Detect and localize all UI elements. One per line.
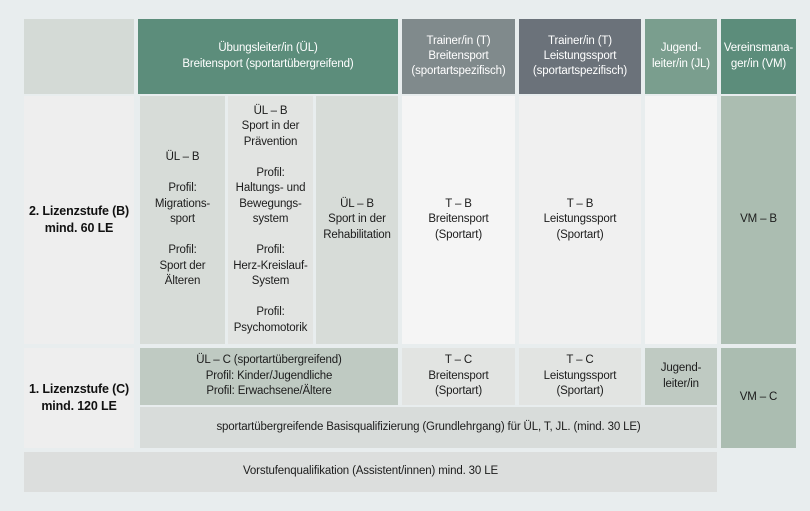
cell-uel-b-praevention: ÜL – B Sport in der Prävention Profil: H… [228,96,313,344]
cell-uel-b-rehabilitation: ÜL – B Sport in der Rehabilitation [316,96,398,344]
row-label-lizenzstufe-2: 2. Lizenzstufe (B) mind. 60 LE [24,96,134,344]
header-vereinsmanager: Vereinsmana- ger/in (VM) [721,19,796,94]
cell-trainer-c-leistungssport: T – C Leistungssport (Sportart) [519,348,641,405]
cell-trainer-b-breitensport: T – B Breitensport (Sportart) [402,96,515,344]
cell-uel-c: ÜL – C (sportartübergreifend) Profil: Ki… [140,348,398,405]
header-trainer-leistungssport: Trainer/in (T) Leistungssport (sportarts… [519,19,641,94]
cell-uel-b-migration-aeltere: ÜL – B Profil: Migrations- sport Profil:… [140,96,225,344]
row-label-lizenzstufe-1: 1. Lizenzstufe (C) mind. 120 LE [24,348,134,448]
bar-basisqualifizierung: sportartübergreifende Basisqualifizierun… [140,407,717,448]
cell-vereinsmanager-b: VM – B [721,96,796,344]
bar-vorstufenqualifikation: Vorstufenqualifikation (Assistent/innen)… [24,452,717,492]
cell-jugendleiter-c: Jugend- leiter/in [645,348,717,405]
cell-jugendleiter-level2-empty [645,96,717,344]
cell-trainer-b-leistungssport: T – B Leistungssport (Sportart) [519,96,641,344]
header-jugendleiter: Jugend- leiter/in (JL) [645,19,717,94]
cell-trainer-c-breitensport: T – C Breitensport (Sportart) [402,348,515,405]
header-trainer-breitensport: Trainer/in (T) Breitensport (sportartspe… [402,19,515,94]
header-uebungsleiter: Übungsleiter/in (ÜL) Breitensport (sport… [138,19,398,94]
cell-vereinsmanager-c: VM – C [721,348,796,448]
header-blank-corner [24,19,134,94]
